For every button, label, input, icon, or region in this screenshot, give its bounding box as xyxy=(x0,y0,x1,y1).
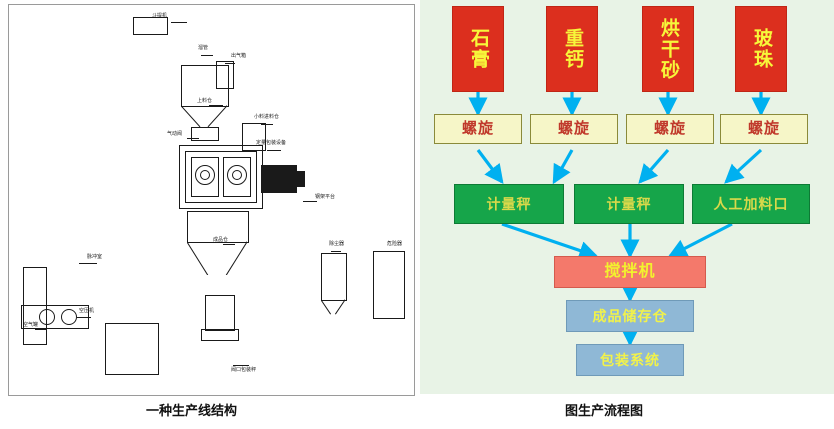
leader-air-tank xyxy=(35,329,47,330)
flow-node-mixer-label: 搅拌机 xyxy=(604,262,656,280)
flow-node-src-glass-label: 玻珠 xyxy=(750,28,772,70)
production-line-structure-drawing: 斗提机 溜管 出气箱 上料仓 小料进料仓 气动阀 定量包装设备 钢架平台 成品仓… xyxy=(8,4,415,396)
dust-collector-cone xyxy=(321,299,345,315)
drive-motor xyxy=(261,165,297,193)
flow-node-screw-3[interactable]: 螺旋 xyxy=(626,114,714,144)
flow-node-mixer[interactable]: 搅拌机 xyxy=(554,256,706,288)
vent-box xyxy=(216,61,234,89)
upper-silo-body xyxy=(181,65,229,107)
small-material-bin xyxy=(242,123,266,151)
label-steel-platform: 钢架平台 xyxy=(315,194,336,200)
leader-vent xyxy=(225,63,235,64)
label-finished-silo: 成品仓 xyxy=(213,237,229,243)
pneumatic-valve xyxy=(191,127,219,141)
air-receiver-tank xyxy=(23,267,47,345)
flow-node-screw-1-label: 螺旋 xyxy=(461,120,494,138)
label-pneumatic-valve: 气动阀 xyxy=(167,131,183,137)
mixer-shaft-left xyxy=(200,170,210,180)
leader-elevator xyxy=(171,22,187,23)
bagging-machine-base xyxy=(201,329,239,341)
elevator-right-column xyxy=(9,335,10,395)
flow-node-packaging-label: 包装系统 xyxy=(600,351,660,368)
bagging-machine-body xyxy=(205,295,235,331)
flow-node-src-gypsum-label: 石膏 xyxy=(467,28,489,70)
flow-node-meter-1[interactable]: 计量秤 xyxy=(454,184,564,224)
flow-node-storage-label: 成品储存仓 xyxy=(592,307,668,324)
foundation-block xyxy=(105,323,159,375)
flow-node-screw-2-label: 螺旋 xyxy=(557,120,590,138)
label-small-material-bin: 小料进料仓 xyxy=(254,114,280,120)
caption-right: 图生产流程图 xyxy=(565,403,644,418)
flow-node-storage[interactable]: 成品储存仓 xyxy=(566,300,694,332)
flow-node-screw-4[interactable]: 螺旋 xyxy=(720,114,808,144)
caption-left: 一种生产线结构 xyxy=(146,403,238,418)
leader-dust xyxy=(331,251,341,252)
label-air-compressor: 空压机 xyxy=(79,308,95,314)
leader-packing-equip xyxy=(267,150,281,151)
label-blower: 危险器 xyxy=(387,241,403,247)
flow-node-src-gypsum[interactable]: 石膏 xyxy=(452,6,504,92)
label-chute: 溜管 xyxy=(198,45,209,51)
flow-node-manual-feed[interactable]: 人工加料口 xyxy=(692,184,810,224)
flow-node-src-calcium[interactable]: 重钙 xyxy=(546,6,598,92)
leader-compressor xyxy=(77,317,91,318)
compressor-wheel-2 xyxy=(61,309,77,325)
mixer-drum-right xyxy=(223,157,251,197)
label-pulse-chamber: 脉冲室 xyxy=(87,254,103,260)
mixer-rotor-right xyxy=(227,165,247,185)
label-air-tank: 空气罐 xyxy=(23,322,39,328)
leader-steel-platform xyxy=(303,201,317,202)
label-packing-equipment: 定量包装设备 xyxy=(256,140,287,146)
flow-node-packaging[interactable]: 包装系统 xyxy=(576,344,684,376)
flow-node-src-calcium-label: 重钙 xyxy=(561,28,583,70)
leader-upper-bin xyxy=(209,105,223,106)
dust-collector-body xyxy=(321,253,347,301)
flow-node-screw-3-label: 螺旋 xyxy=(653,120,686,138)
leader-pulse xyxy=(79,263,97,264)
flow-node-src-glass[interactable]: 玻珠 xyxy=(735,6,787,92)
finished-silo-cone xyxy=(187,241,247,275)
flow-node-meter-1-label: 计量秤 xyxy=(486,195,532,212)
leader-blower xyxy=(385,251,395,252)
flow-node-meter-2-label: 计量秤 xyxy=(606,195,652,212)
flow-node-src-sand-label: 烘干砂 xyxy=(657,17,679,81)
mixer-rotor-left xyxy=(195,165,215,185)
motor-shaft xyxy=(295,171,305,187)
label-vent-box: 出气箱 xyxy=(231,53,247,59)
label-bucket-elevator: 斗提机 xyxy=(152,13,168,19)
label-dust-collector: 除尘器 xyxy=(329,241,345,247)
compressor-wheel-1 xyxy=(39,309,55,325)
finished-silo-body xyxy=(187,211,249,243)
flow-node-meter-2[interactable]: 计量秤 xyxy=(574,184,684,224)
leader-finished-silo xyxy=(223,244,235,245)
production-flow-chart: 石膏 重钙 烘干砂 玻珠 螺旋 螺旋 螺旋 螺旋 计量秤 计量秤 xyxy=(420,0,834,394)
mixer-drum-left xyxy=(191,157,219,197)
flow-node-screw-4-label: 螺旋 xyxy=(747,120,780,138)
leader-small-bin xyxy=(261,124,273,125)
label-valve-bagging-scale: 阀口包装秤 xyxy=(231,367,257,373)
upper-silo-cone xyxy=(181,105,227,127)
leader-chute xyxy=(201,55,213,56)
flow-node-src-sand[interactable]: 烘干砂 xyxy=(642,6,694,92)
flow-node-screw-1[interactable]: 螺旋 xyxy=(434,114,522,144)
elevator-head xyxy=(133,17,168,35)
blower-unit-body xyxy=(373,251,405,319)
elevator-left-column xyxy=(9,5,10,335)
mixer-shaft-right xyxy=(232,170,242,180)
leader-valve xyxy=(187,138,199,139)
mixer-machine-inner xyxy=(185,151,257,203)
flow-node-screw-2[interactable]: 螺旋 xyxy=(530,114,618,144)
label-upper-bin: 上料仓 xyxy=(197,98,213,104)
leader-bagging xyxy=(233,365,249,366)
flow-node-manual-feed-label: 人工加料口 xyxy=(713,195,789,212)
